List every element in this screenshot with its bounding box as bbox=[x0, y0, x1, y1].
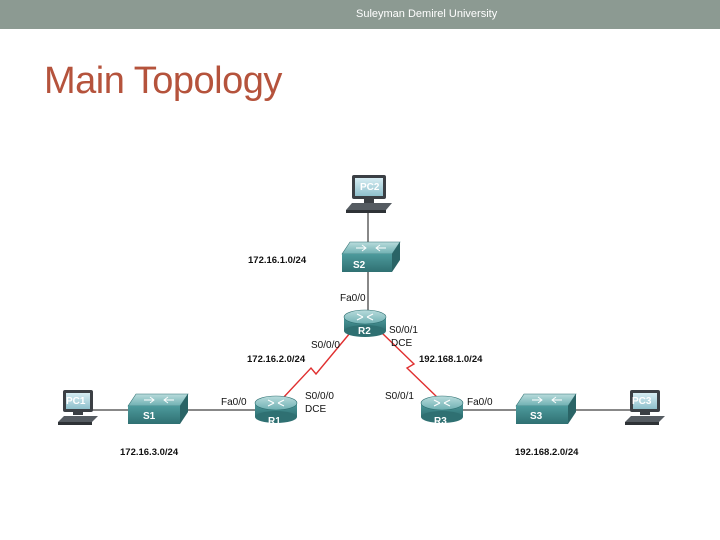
header-bar: Suleyman Demirel University bbox=[0, 0, 720, 29]
r2-s001-label: S0/0/1 bbox=[389, 325, 418, 336]
r2-router-icon[interactable]: R2 bbox=[343, 309, 387, 337]
network-s1-lan-label: 172.16.3.0/24 bbox=[120, 447, 179, 458]
s1-label: S1 bbox=[143, 411, 156, 422]
pc2-label: PC2 bbox=[360, 182, 380, 193]
network-s3-lan-label: 192.168.2.0/24 bbox=[515, 447, 579, 458]
r1-fa00-label: Fa0/0 bbox=[221, 397, 247, 408]
r2-fa00-label: Fa0/0 bbox=[340, 293, 366, 304]
r1-label: R1 bbox=[268, 416, 281, 427]
network-r2-r3-label: 192.168.1.0/24 bbox=[419, 354, 483, 365]
pc1-computer-icon[interactable]: PC1 bbox=[58, 390, 98, 425]
serial-link-r2-r3 bbox=[381, 332, 439, 399]
s1-switch-icon[interactable]: S1 bbox=[127, 393, 189, 424]
network-r1-r2-label: 172.16.2.0/24 bbox=[247, 354, 306, 365]
pc3-label: PC3 bbox=[632, 396, 652, 407]
r3-label: R3 bbox=[434, 416, 447, 427]
s3-switch-icon[interactable]: S3 bbox=[515, 393, 577, 424]
header-institution: Suleyman Demirel University bbox=[356, 8, 498, 20]
pc1-label: PC1 bbox=[66, 396, 86, 407]
s3-label: S3 bbox=[530, 411, 543, 422]
s2-label: S2 bbox=[353, 260, 366, 271]
network-s2-lan-label: 172.16.1.0/24 bbox=[248, 255, 307, 266]
s2-switch-icon[interactable]: S2 bbox=[341, 241, 401, 272]
r1-router-icon[interactable]: R1 bbox=[254, 395, 298, 427]
r1-dce-label: DCE bbox=[305, 404, 326, 415]
r2-label: R2 bbox=[358, 326, 371, 337]
r3-router-icon[interactable]: R3 bbox=[420, 395, 464, 427]
pc2-computer-icon[interactable]: PC2 bbox=[346, 175, 392, 213]
r2-s000-label: S0/0/0 bbox=[311, 340, 340, 351]
serial-link-r1-r2 bbox=[282, 332, 351, 399]
r2-dce-label: DCE bbox=[391, 338, 412, 349]
slide-title: Main Topology bbox=[44, 60, 282, 102]
pc3-computer-icon[interactable]: PC3 bbox=[625, 390, 665, 425]
r1-s000-label: S0/0/0 bbox=[305, 391, 334, 402]
r3-fa00-label: Fa0/0 bbox=[467, 397, 493, 408]
r3-s001-label: S0/0/1 bbox=[385, 391, 414, 402]
